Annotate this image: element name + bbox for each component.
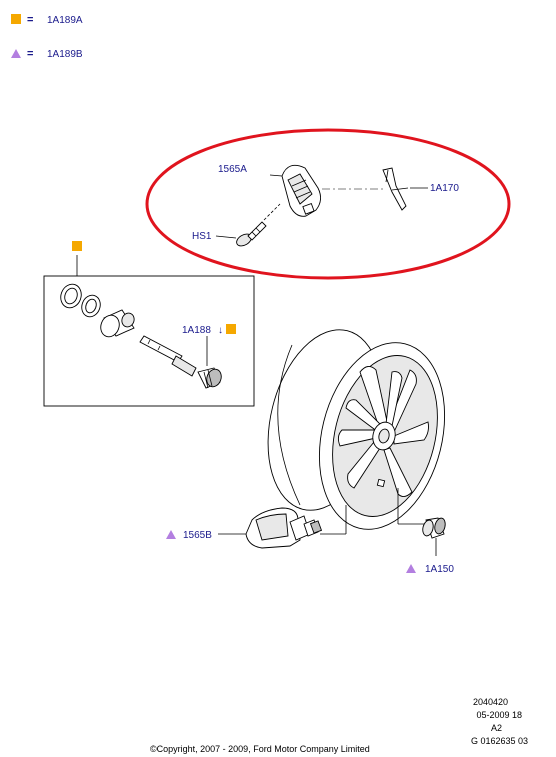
valve-kit-box: 1A188 ↓ (43, 241, 255, 407)
clip-1a170: 1A170 (382, 167, 459, 211)
square-icon (226, 324, 236, 334)
highlight-ellipse (145, 128, 511, 280)
copyright: ©Copyright, 2007 - 2009, Ford Motor Comp… (150, 744, 370, 754)
ref-line-2: 05-2009 18 (476, 710, 522, 720)
triangle-icon (11, 49, 21, 58)
callout-1565a: 1565A (218, 164, 247, 175)
ref-line-1: 2040420 (473, 697, 508, 707)
triangle-icon (166, 530, 176, 539)
legend-code-triangle: 1A189B (47, 49, 83, 60)
legend-equals-2: = (27, 48, 33, 60)
legend-code-square: 1A189A (47, 15, 83, 26)
square-icon (11, 14, 21, 24)
callout-hs1: HS1 (192, 231, 212, 242)
ref-line-3: A2 (491, 723, 502, 733)
legend: = 1A189A = 1A189B (11, 14, 83, 60)
bolt-hs1: HS1 (192, 203, 281, 247)
callout-1565b: 1565B (183, 530, 212, 541)
triangle-icon (406, 564, 416, 573)
footer: 2040420 05-2009 18 A2 G 0162635 03 ©Copy… (150, 697, 528, 754)
callout-1a188: 1A188 (182, 325, 211, 336)
callout-1a170: 1A170 (430, 183, 459, 194)
sensor-1565b: 1565B (166, 505, 347, 549)
alloy-wheel (267, 329, 446, 530)
ref-line-4: G 0162635 03 (471, 736, 528, 746)
bracket-1565a: 1565A (218, 164, 321, 217)
callout-1a150: 1A150 (425, 564, 454, 575)
legend-equals-1: = (27, 14, 33, 26)
callout-arrow-glyph: ↓ (218, 325, 223, 336)
cap-1a150: 1A150 (397, 488, 454, 575)
square-icon (72, 241, 82, 251)
